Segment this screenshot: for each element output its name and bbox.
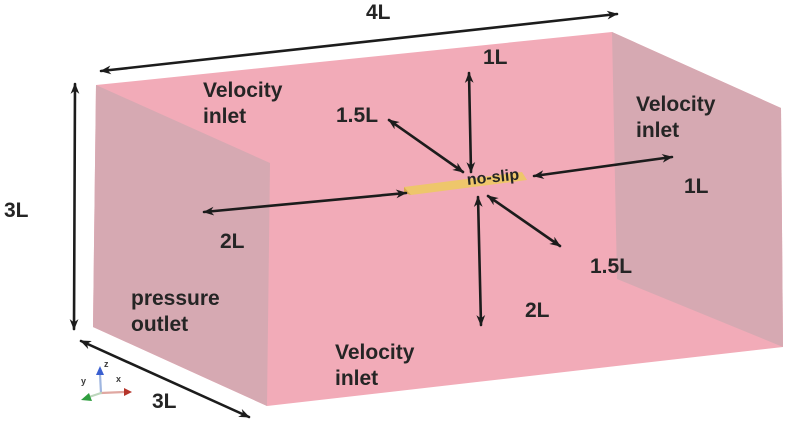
domain-box	[93, 32, 783, 406]
arrow-diagonal-upper-1.5L	[387, 118, 465, 174]
dimension-arrows	[69, 10, 674, 419]
axis-triad	[81, 366, 132, 401]
dim-label-1.5L-lower: 1.5L	[590, 255, 633, 278]
boundary-label-pressure-outlet: pressure outlet	[131, 287, 220, 336]
arrow-below-plate-2L	[473, 195, 486, 327]
arrow-domain-length-4L	[99, 10, 619, 75]
arrow-above-plate-1L	[464, 71, 476, 174]
boundary-label-velocity-inlet-top: Velocity inlet	[203, 79, 283, 128]
dim-label-2L-below: 2L	[525, 299, 550, 322]
arrow-right-of-plate-1L	[532, 153, 674, 180]
y-axis-shaft	[88, 392, 102, 398]
dim-label-2L-left: 2L	[220, 230, 245, 253]
plate-top-surface	[404, 172, 527, 195]
x-axis-arrowhead	[124, 388, 132, 396]
arrow-left-of-plate-2L	[202, 189, 408, 216]
boundary-label-velocity-inlet-bottom: Velocity inlet	[335, 341, 415, 390]
z-axis-label: z	[104, 359, 109, 369]
dim-label-3L-depth: 3L	[152, 390, 177, 413]
y-axis-label: y	[81, 376, 87, 386]
arrow-diagonal-lower-1.5L	[486, 194, 562, 248]
dim-label-1L-top: 1L	[483, 46, 508, 69]
arrow-domain-depth-3L	[79, 339, 251, 419]
x-axis-shaft	[99, 390, 126, 395]
dim-label-3L-height: 3L	[4, 199, 29, 222]
z-axis-arrowhead	[96, 366, 104, 375]
dim-label-1L-right: 1L	[684, 175, 709, 198]
boundary-label-velocity-inlet-right: Velocity inlet	[636, 93, 716, 142]
dim-label-1.5L-upper: 1.5L	[336, 104, 379, 127]
box-right-face-velocity-inlet	[612, 32, 783, 347]
z-axis-shaft	[98, 372, 103, 395]
dim-label-4L: 4L	[366, 1, 391, 24]
arrow-domain-height-3L	[69, 82, 80, 331]
x-axis-label: x	[116, 374, 122, 384]
box-left-face-pressure-outlet	[93, 85, 270, 406]
y-axis-arrowhead	[81, 393, 92, 401]
